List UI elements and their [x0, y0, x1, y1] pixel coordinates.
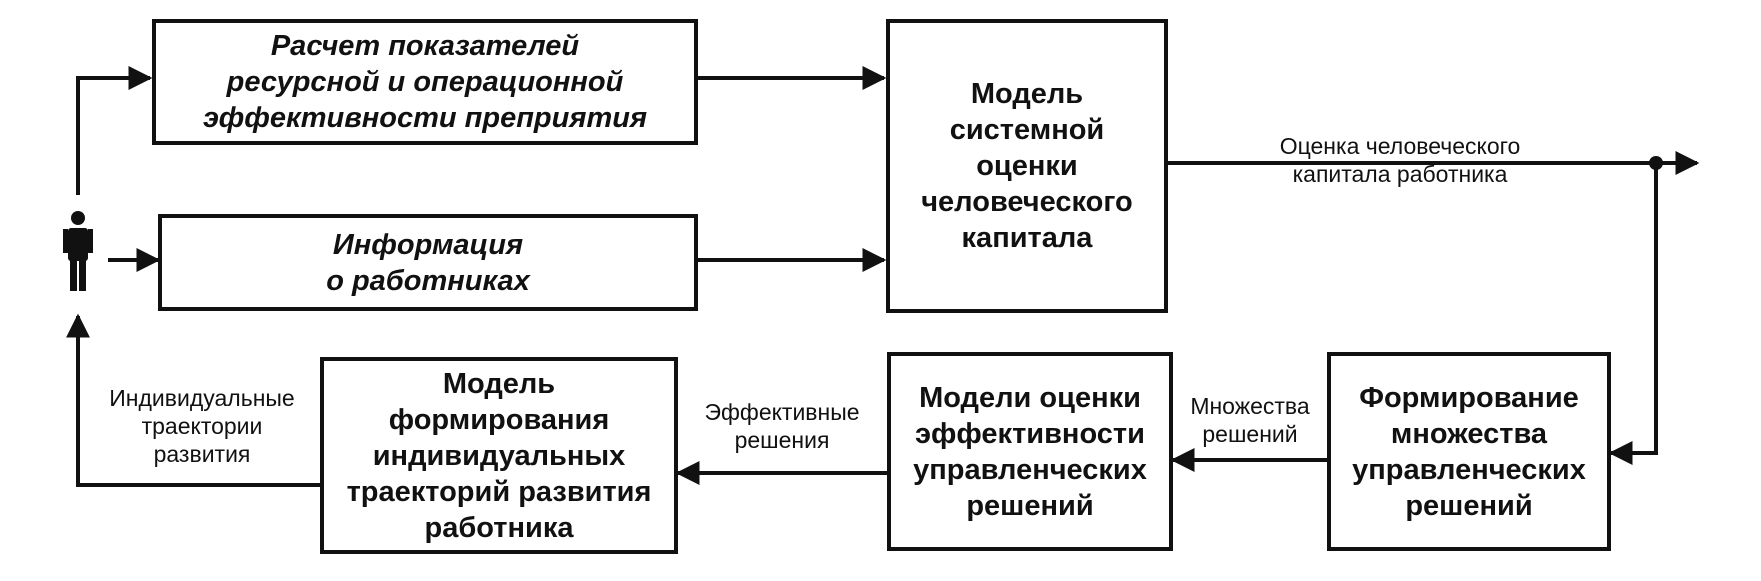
efficiency-models-text: Модели оценки эффективности управленческ…	[913, 381, 1147, 522]
employee-info-text: Информация о работниках	[326, 228, 530, 297]
arrow-person-to-indicators	[76, 66, 153, 195]
trajectory-model-box: Модель формирования индивидуальных траек…	[320, 357, 678, 554]
decision-set-text: Формирование множества управленческих ре…	[1352, 381, 1586, 522]
effective-decisions-label: Эффективные решения	[704, 399, 860, 453]
indicators-text: Расчет показателей ресурсной и операцион…	[202, 30, 648, 134]
employee-info-box: Информация о работниках	[158, 214, 698, 311]
arrow-feedback-to-decision-set	[1608, 163, 1658, 465]
trajectories-label: Индивидуальные траектории развития	[109, 385, 295, 467]
branch-point	[1649, 156, 1663, 170]
person-icon	[63, 211, 93, 291]
capital-estimate-label: Оценка человеческого капитала работника	[1279, 133, 1521, 187]
decision-set-box: Формирование множества управленческих ре…	[1327, 352, 1611, 551]
arrow-trajectory-model-to-person	[66, 313, 320, 487]
system-model-text: Модель системной оценки человеческого ка…	[921, 78, 1133, 254]
trajectory-model-text: Модель формирования индивидуальных траек…	[346, 367, 652, 544]
indicators-box: Расчет показателей ресурсной и операцион…	[152, 19, 698, 145]
system-model-box: Модель системной оценки человеческого ка…	[886, 19, 1168, 313]
efficiency-models-box: Модели оценки эффективности управленческ…	[887, 352, 1173, 551]
decision-sets-label: Множества решений	[1190, 393, 1310, 447]
